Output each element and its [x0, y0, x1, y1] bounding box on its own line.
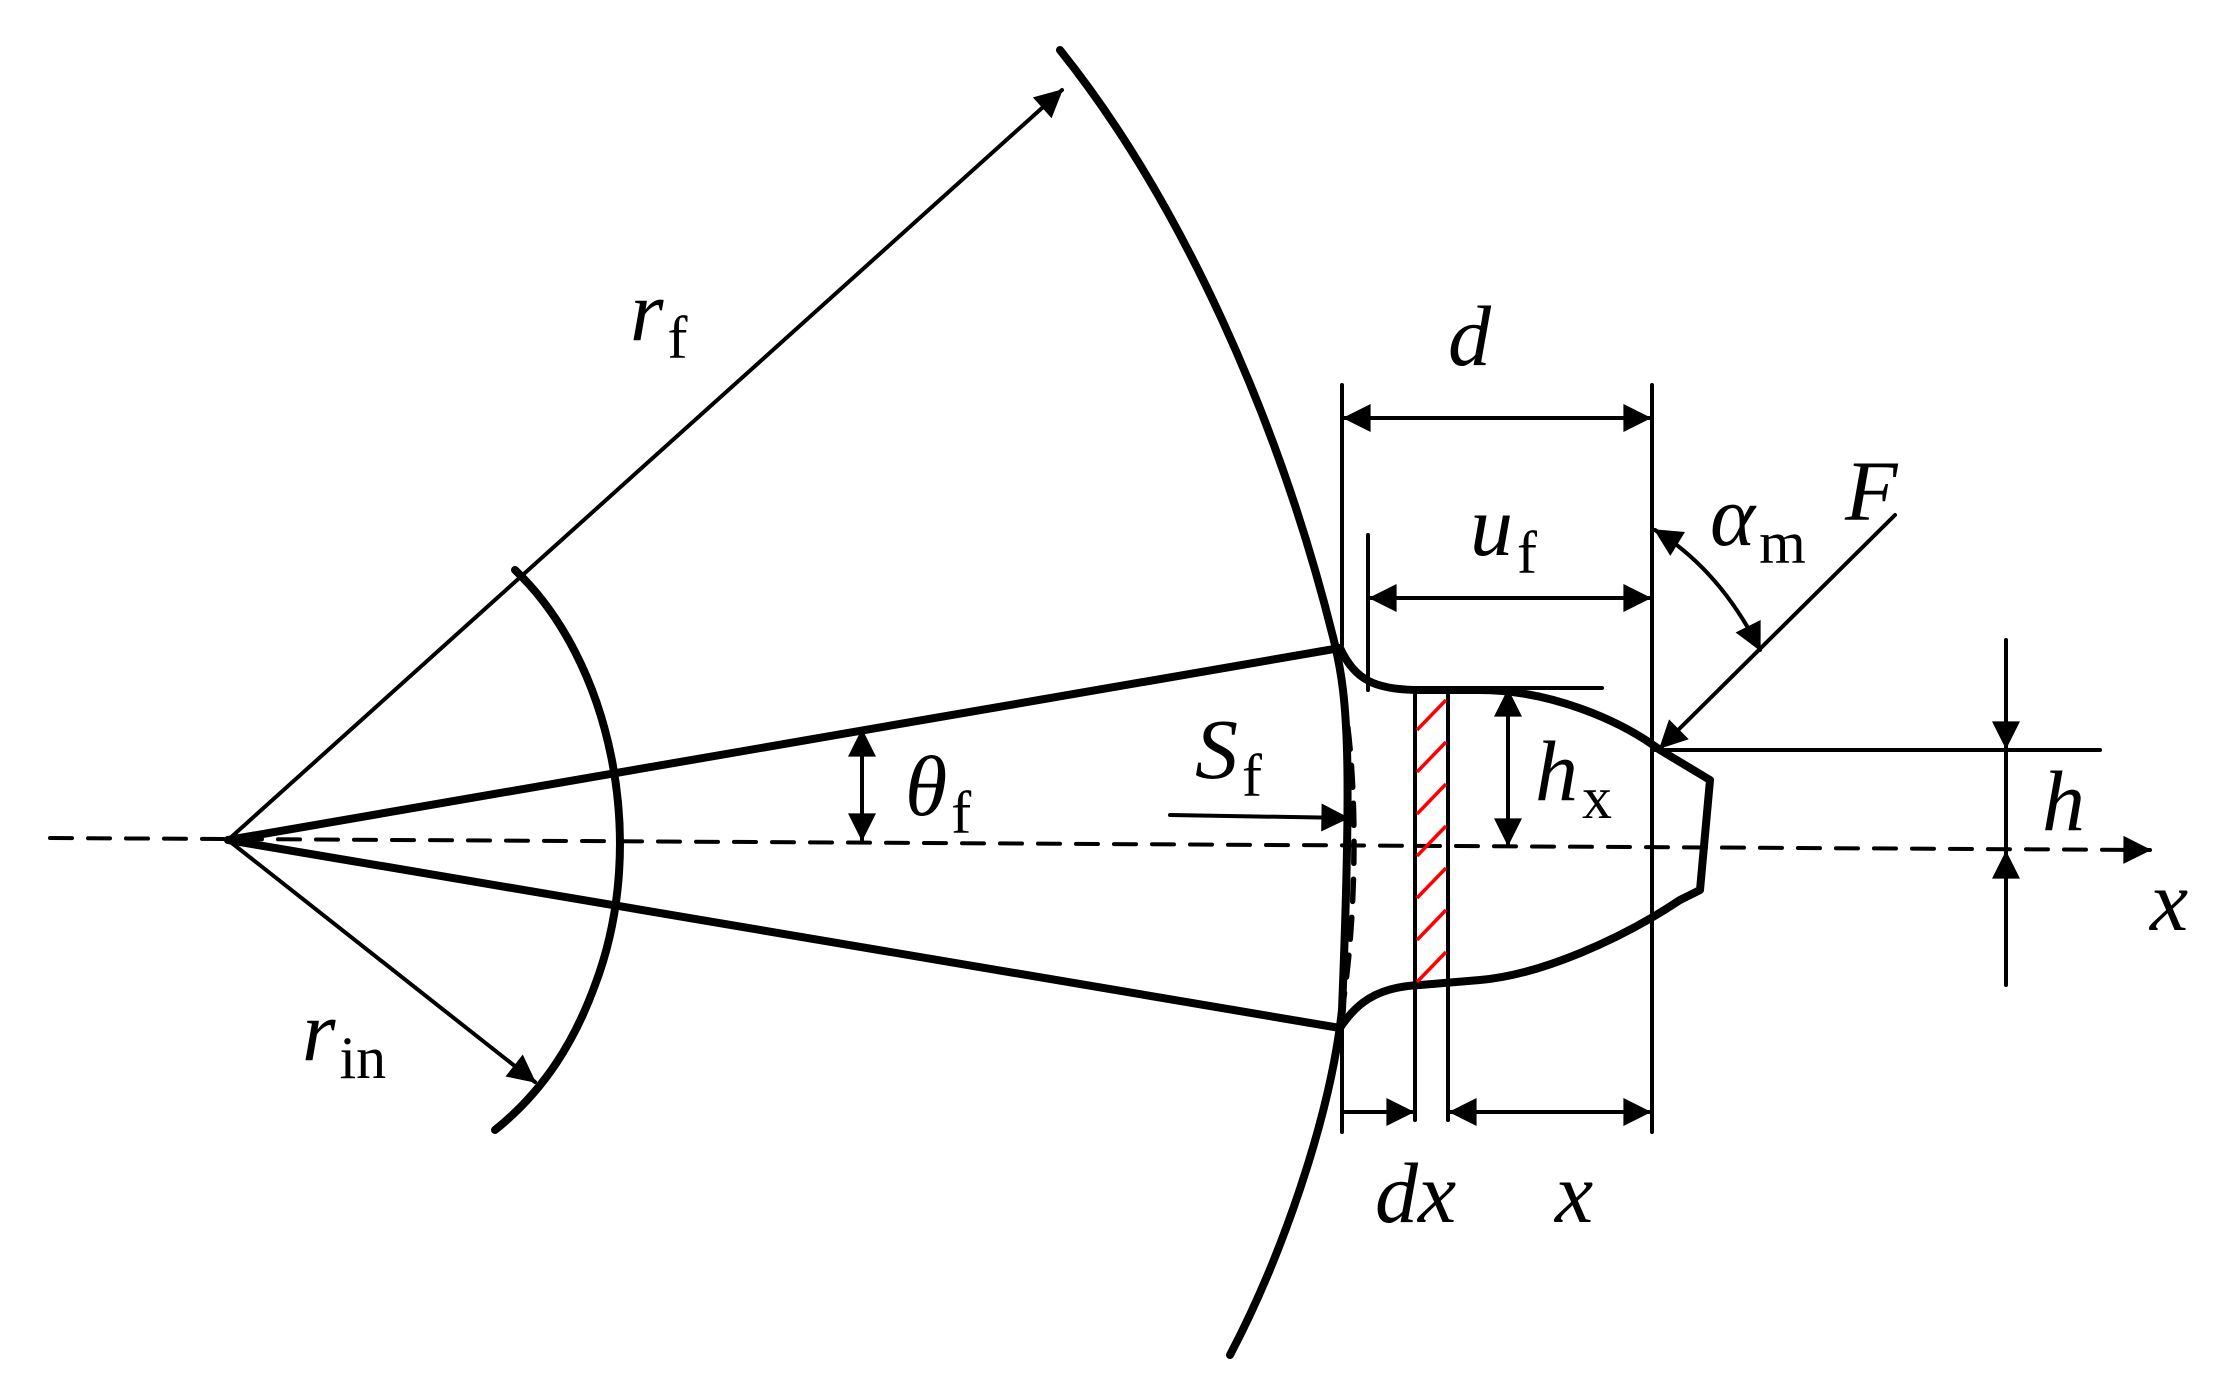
label-s-f: Sf — [1195, 701, 1262, 809]
x-axis-centerline — [48, 835, 2152, 864]
force-f-arrow — [1658, 513, 1897, 750]
label-h: h — [2042, 753, 2085, 849]
label-x-axis: x — [2148, 853, 2188, 949]
label-alpha-m: αm — [1710, 468, 1806, 576]
label-r-f: rf — [630, 263, 687, 371]
label-f: F — [1844, 443, 1899, 539]
alpha-m-arc — [1653, 528, 1762, 652]
label-h-x: hx — [1535, 723, 1612, 831]
wedge-upper-line — [224, 644, 1344, 844]
inner-arc — [491, 566, 624, 1134]
s-f-arrow — [1168, 803, 1350, 832]
label-u-f: uf — [1470, 478, 1537, 586]
r-f-arrow — [226, 88, 1064, 842]
wedge-lower-line — [224, 836, 1344, 1032]
r-in-arrow — [226, 838, 537, 1084]
label-theta-f: θf — [905, 738, 971, 846]
label-x-dim: x — [1553, 1145, 1593, 1241]
tooth-profile — [1336, 644, 1714, 1032]
slice-hatch — [1415, 698, 1448, 984]
label-r-in: rin — [302, 983, 386, 1091]
root-chord-dashed — [1339, 687, 1357, 1013]
label-d: d — [1448, 288, 1492, 384]
label-dx: dx — [1375, 1145, 1456, 1241]
